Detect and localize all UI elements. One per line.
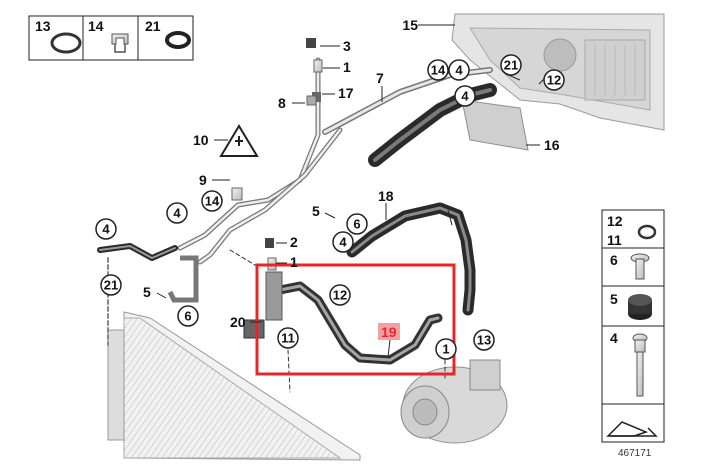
callout-13: 13: [473, 329, 495, 351]
callout-21-left: 21: [100, 274, 122, 296]
legend-right: 12 11 6 5 4 467171: [601, 209, 665, 459]
highlight-frame-19: [255, 263, 456, 376]
rubber-mount-icon: [628, 294, 652, 320]
label-18: 18: [378, 188, 394, 204]
clip-icon: [111, 33, 129, 53]
callout-12-box: 12: [329, 284, 351, 306]
label-1: 1: [343, 59, 351, 75]
label-15: 15: [402, 17, 418, 33]
svg-text:11: 11: [281, 331, 295, 346]
legend-right-label-11: 11: [607, 232, 622, 248]
label-7: 7: [376, 70, 384, 86]
callout-14-top: 14: [427, 59, 449, 81]
cap-2: [265, 238, 274, 248]
svg-text:4: 4: [455, 63, 463, 78]
svg-text:4: 4: [461, 89, 469, 104]
bolt-icon: [630, 253, 650, 280]
callout-12-top: 12: [543, 69, 565, 91]
legend-top: 13 14 21: [28, 15, 194, 61]
bracket-20: [265, 271, 283, 321]
label-20: 20: [230, 314, 246, 330]
svg-text:4: 4: [102, 222, 110, 237]
bracket-5: [167, 255, 199, 303]
diagram-corner-icon: [606, 421, 658, 437]
bolt-9: [231, 187, 243, 201]
legend-top-label-14: 14: [88, 18, 104, 34]
label-5b: 5: [143, 284, 151, 300]
svg-text:14: 14: [431, 63, 446, 78]
legend-top-label-13: 13: [35, 18, 51, 34]
label-8: 8: [278, 95, 286, 111]
part-labels: 15 3 1 17 8 7 16 10 9 5 18 2 1 5 20 19: [143, 17, 560, 340]
callout-6-left: 6: [177, 305, 199, 327]
legend-right-label-4: 4: [610, 330, 618, 346]
fitting-20: [243, 319, 265, 339]
callout-4-left: 4: [166, 202, 188, 224]
svg-text:12: 12: [547, 73, 561, 88]
svg-text:4: 4: [339, 235, 347, 250]
label-2: 2: [290, 234, 298, 250]
bracket-16: [461, 99, 529, 151]
valve-1: [313, 59, 323, 73]
label-3: 3: [343, 38, 351, 54]
callout-4-top: 4: [448, 59, 470, 81]
warning-icon: [219, 124, 259, 157]
label-17: 17: [338, 85, 354, 101]
callout-21-top: 21: [500, 54, 522, 76]
callouts: 14 4 21 12 4 4 14 4 6 4 21 6 12 11 1 13: [95, 54, 565, 360]
label-10: 10: [193, 132, 209, 148]
svg-text:1: 1: [442, 342, 449, 357]
label-1b: 1: [290, 254, 298, 270]
label-19: 19: [381, 324, 397, 340]
svg-text:4: 4: [173, 206, 181, 221]
svg-text:13: 13: [477, 333, 491, 348]
label-5: 5: [312, 203, 320, 219]
svg-text:21: 21: [504, 58, 518, 73]
callout-4-center: 4: [332, 231, 354, 253]
svg-text:21: 21: [104, 278, 118, 293]
legend-right-label-12: 12: [607, 213, 623, 229]
o-ring-icon: [50, 32, 82, 54]
o-ring-icon: [637, 224, 657, 240]
compressor: [400, 359, 508, 444]
callout-6-mid: 6: [346, 213, 368, 235]
condenser: [107, 311, 361, 461]
cap-3: [306, 38, 316, 48]
callout-4-far-left: 4: [95, 218, 117, 240]
label-16: 16: [544, 137, 560, 153]
svg-text:6: 6: [353, 217, 360, 232]
reference-number: 467171: [618, 448, 652, 459]
label-19-highlight: 19: [378, 323, 400, 340]
callout-1-box: 1: [435, 338, 457, 360]
legend-right-label-5: 5: [610, 291, 618, 307]
callout-4-mid: 4: [454, 85, 476, 107]
seal-ring-icon: [165, 31, 191, 49]
label-9: 9: [199, 172, 207, 188]
fittings: [167, 38, 323, 339]
pipes: [97, 57, 497, 393]
svg-text:6: 6: [184, 309, 191, 324]
callout-11-box: 11: [277, 327, 299, 349]
cap-8: [306, 95, 317, 106]
svg-text:12: 12: [333, 288, 347, 303]
callout-14-left: 14: [201, 190, 223, 212]
svg-text:14: 14: [205, 194, 220, 209]
long-bolt-icon: [632, 333, 648, 397]
legend-right-label-6: 6: [610, 252, 618, 268]
legend-top-label-21: 21: [145, 18, 161, 34]
